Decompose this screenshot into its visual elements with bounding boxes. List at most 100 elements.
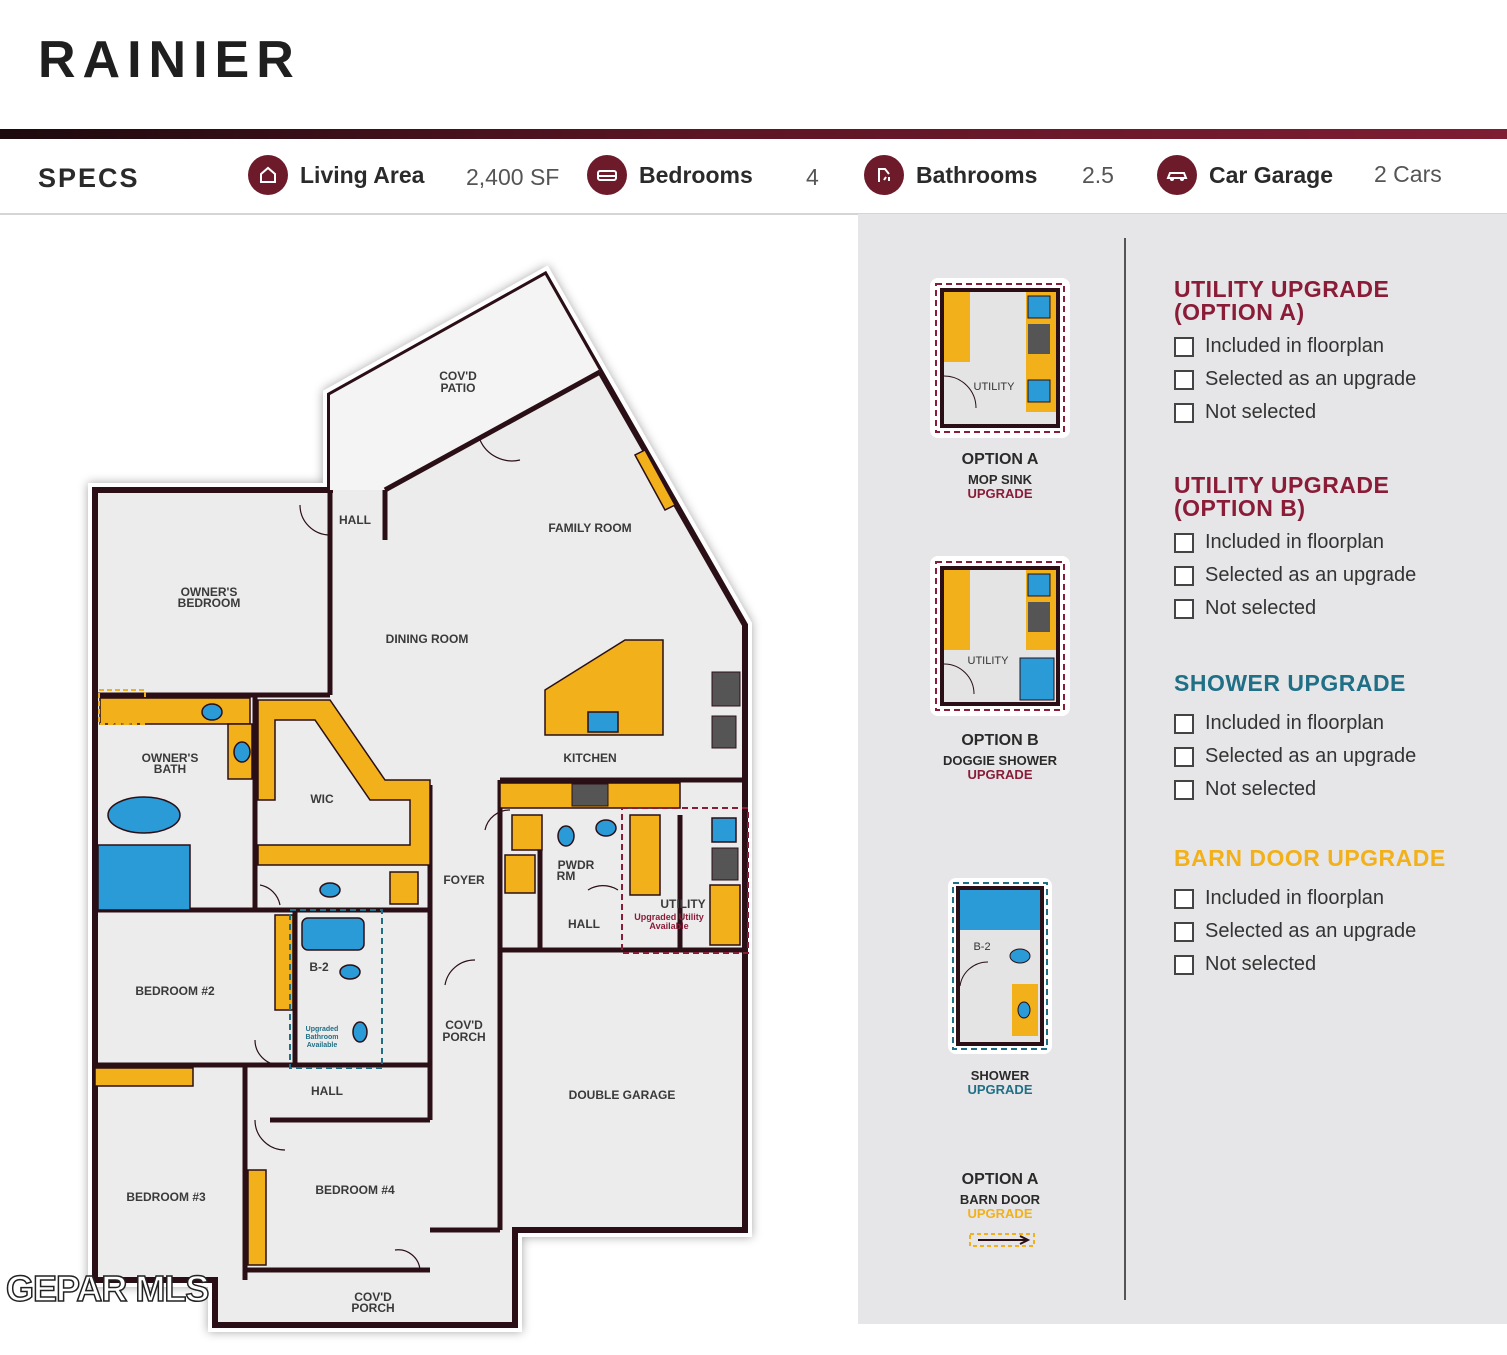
spec-name: Car Garage — [1209, 161, 1334, 188]
checkbox[interactable] — [1174, 713, 1194, 734]
spec-value: 2 Cars — [1374, 161, 1442, 187]
room-label: BEDROOM — [178, 596, 241, 610]
room-label: PATIO — [441, 381, 476, 395]
option-row[interactable]: Included in floorplan — [1174, 330, 1434, 363]
mls-watermark: GEPAR MLS — [5, 1267, 210, 1310]
checkbox[interactable] — [1174, 369, 1194, 390]
option-label: Not selected — [1205, 401, 1317, 423]
checkbox[interactable] — [1174, 954, 1194, 975]
room-label: UTILITY — [660, 897, 705, 911]
header-rule — [0, 129, 1507, 139]
checkbox[interactable] — [1174, 336, 1194, 357]
spec-living-area: Living Area — [248, 155, 424, 195]
checkbox[interactable] — [1174, 746, 1194, 767]
room-label: OWNER'S — [142, 751, 199, 765]
checkbox[interactable] — [1174, 532, 1194, 553]
option-row[interactable]: Not selected — [1174, 396, 1434, 429]
spec-value: 2.5 — [1082, 162, 1114, 188]
option-label: Not selected — [1205, 953, 1317, 975]
checkbox[interactable] — [1174, 598, 1194, 619]
option-label: Selected as an upgrade — [1205, 745, 1417, 767]
utility-option-a-thumbnail: UTILITY — [930, 278, 1070, 438]
checkbox[interactable] — [1174, 402, 1194, 423]
option-title: UTILITY UPGRADE (OPTION A) — [1174, 276, 1390, 325]
spec-name: Bedrooms — [639, 161, 753, 188]
checkbox[interactable] — [1174, 565, 1194, 586]
room-label: Bathroom — [305, 1034, 338, 1041]
room-label: COV'D — [354, 1290, 392, 1304]
option-row[interactable]: Included in floorplan — [1174, 882, 1446, 915]
plan-title: RAINIER — [38, 31, 301, 89]
option-label: Selected as an upgrade — [1205, 920, 1417, 942]
option-label: Included in floorplan — [1205, 712, 1385, 734]
room-label: Upgraded Utility — [634, 912, 704, 922]
caption-line: MOP SINK — [967, 472, 1033, 487]
appliances — [571, 671, 741, 881]
specs-label: SPECS — [38, 163, 140, 193]
thumb-label: UTILITY — [968, 655, 1010, 667]
utility-option-b-thumbnail: UTILITY — [930, 556, 1070, 716]
option-row[interactable]: Not selected — [1174, 773, 1416, 806]
room-label: BEDROOM #4 — [315, 1183, 395, 1197]
room-label: Upgraded — [110, 707, 133, 713]
room-labels: COV'D PATIO HALL FAMILY ROOM OWNER'S BED… — [110, 369, 706, 1315]
room-label: Barn Door — [110, 714, 135, 720]
checkbox[interactable] — [1174, 888, 1194, 909]
barn-door-upgrade-group: BARN DOOR UPGRADE Included in floorplan … — [1174, 847, 1446, 981]
shower-upgrade-zone — [289, 909, 383, 1069]
room-label: Available — [649, 921, 688, 931]
caption-line: OPTION A — [961, 451, 1039, 468]
thumb-label: UTILITY — [974, 381, 1016, 393]
room-label: FOYER — [443, 873, 485, 887]
room-label: BATH — [154, 762, 186, 776]
room-label: Upgraded — [306, 1026, 339, 1033]
checkbox[interactable] — [1174, 779, 1194, 800]
specs-bar: SPECS Living Area 2,400 SF Bedrooms 4 Ba… — [0, 139, 1507, 215]
room-label: B-2 — [309, 960, 329, 974]
caption-line: BARN DOOR — [959, 1192, 1041, 1207]
option-row[interactable]: Selected as an upgrade — [1174, 740, 1416, 773]
room-label: DOUBLE GARAGE — [569, 1088, 676, 1102]
option-row[interactable]: Selected as an upgrade — [1174, 363, 1434, 396]
car-icon — [1157, 155, 1197, 195]
fixtures — [97, 703, 737, 1043]
room-label: RM — [557, 869, 576, 883]
room-label: OWNER'S — [181, 585, 238, 599]
barn-door-icon — [969, 1233, 1035, 1247]
spec-value: 2,400 SF — [466, 164, 560, 190]
caption-line: DOGGIE SHOWER — [942, 753, 1058, 768]
option-row[interactable]: Included in floorplan — [1174, 707, 1416, 740]
option-label: Not selected — [1205, 778, 1317, 800]
spec-name: Bathrooms — [916, 161, 1038, 188]
option-label: Included in floorplan — [1205, 887, 1385, 909]
room-label: COV'D — [445, 1018, 483, 1032]
caption-line: UPGRADE — [967, 486, 1033, 501]
room-label: FAMILY ROOM — [548, 521, 631, 535]
thumbnail-caption: OPTION A BARN DOOR UPGRADE — [900, 1171, 1100, 1221]
caption-line: UPGRADE — [967, 767, 1033, 782]
option-row[interactable]: Included in floorplan — [1174, 526, 1434, 559]
caption-line: OPTION A — [961, 1171, 1039, 1188]
spec-bedrooms: Bedrooms — [587, 155, 753, 195]
shower-upgrade-thumbnail: B-2 — [948, 878, 1052, 1054]
option-title: UTILITY UPGRADE (OPTION B) — [1174, 472, 1390, 521]
option-row[interactable]: Selected as an upgrade — [1174, 915, 1446, 948]
option-row[interactable]: Not selected — [1174, 592, 1434, 625]
spec-name: Living Area — [300, 161, 425, 188]
option-label: Not selected — [1205, 597, 1317, 619]
room-label: HALL — [568, 917, 600, 931]
utility-option-b-group: UTILITY UPGRADE (OPTION B) Included in f… — [1174, 474, 1434, 625]
option-label: Selected as an upgrade — [1205, 564, 1417, 586]
option-label: Included in floorplan — [1205, 531, 1385, 553]
room-label: PORCH — [442, 1030, 485, 1044]
option-row[interactable]: Not selected — [1174, 948, 1446, 981]
checkbox[interactable] — [1174, 921, 1194, 942]
house-icon — [248, 155, 288, 195]
option-label: Selected as an upgrade — [1205, 368, 1417, 390]
utility-option-a-group: UTILITY UPGRADE (OPTION A) Included in f… — [1174, 278, 1434, 429]
room-label: COV'D — [439, 369, 477, 383]
caption-line: UPGRADE — [967, 1082, 1033, 1097]
caption-line: UPGRADE — [967, 1206, 1033, 1221]
caption-line: SHOWER — [970, 1068, 1030, 1083]
option-row[interactable]: Selected as an upgrade — [1174, 559, 1434, 592]
